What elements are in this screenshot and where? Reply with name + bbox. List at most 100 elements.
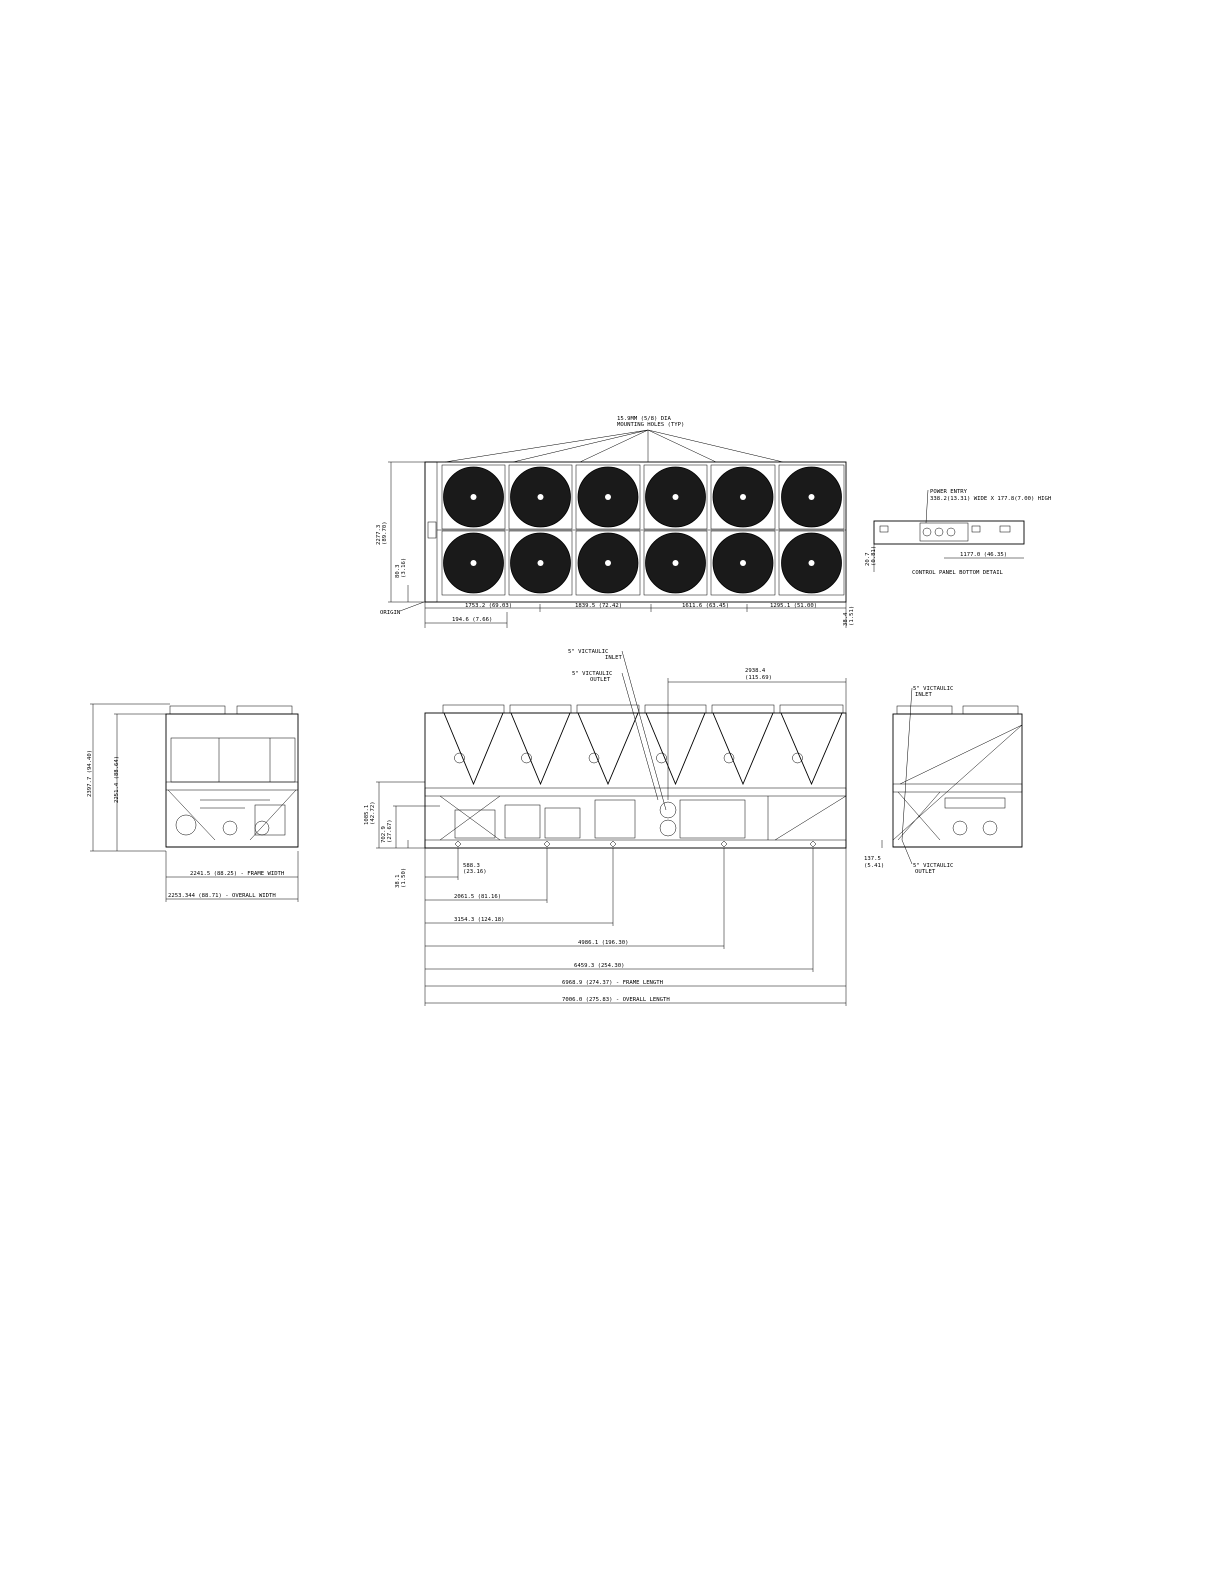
dim-height-value: 2277.3: [376, 525, 382, 545]
front-dim-h1-value: 1085.1: [364, 805, 370, 825]
coil-vee: [712, 712, 774, 786]
front-dim-h1-inch: (42.72): [370, 801, 376, 825]
fan-hub: [740, 560, 746, 566]
dim-small-value: 80.3: [395, 565, 401, 578]
left-fan-guard-1: [169, 705, 226, 715]
coil-valve: [521, 752, 532, 764]
front-dim-top-inch: (115.69): [745, 675, 772, 681]
front-base-frame: [424, 839, 847, 849]
front-base-rail: [424, 787, 847, 797]
right-inlet-label-1: 5" VICTAULIC: [913, 686, 953, 692]
right-fan-guard-1: [896, 705, 953, 715]
front-fan-guards: [442, 704, 844, 714]
coil-vee: [510, 712, 571, 786]
coil-vee: [577, 712, 639, 786]
fan-cell: [508, 530, 573, 596]
fan-cell: [508, 464, 573, 530]
fan-hub: [672, 560, 679, 566]
front-dim-3154: 3154.3 (124.18): [454, 917, 505, 923]
front-dim-h2-value: 702.9: [381, 826, 387, 843]
front-inlet-label-1: 5" VICTAULIC: [568, 649, 608, 655]
front-bottom-dimensions: [424, 848, 847, 1006]
front-dim-588-value: 588.3: [463, 863, 480, 869]
left-control-panel: [170, 737, 296, 783]
dim-bottom-3: 1611.6 (63.45): [682, 603, 729, 609]
dim-height-left: 2277.3 (89.70): [376, 461, 425, 603]
control-panel-height-value: 20.7: [865, 553, 871, 566]
left-dim-height: 2251.4 (88.64): [114, 756, 120, 803]
front-dim-h2-inch: (27.67): [387, 819, 393, 843]
front-dim-overall-length: 7006.0 (275.83) - OVERALL LENGTH: [562, 997, 670, 1003]
mounting-foot: [809, 840, 817, 848]
fan-hub: [470, 494, 477, 500]
fan-hub: [605, 494, 611, 500]
power-entry-title: POWER ENTRY: [930, 489, 968, 495]
left-dim-overall-height: 2397.7 (94.40): [87, 750, 93, 797]
front-dim-4986: 4986.1 (196.30): [578, 940, 629, 946]
dim-right: 38.4 (1.51): [843, 602, 855, 628]
dim-bottom-row: 1753.2 (69.03) 1839.5 (72.42) 1611.6 (63…: [424, 602, 846, 628]
right-dim-base-inch: (5.41): [864, 863, 884, 869]
right-dim-base-value: 137.5: [864, 856, 881, 862]
dim-small-inch: (3.16): [401, 558, 407, 578]
front-view: 5" VICTAULIC OUTLET 5" VICTAULIC INLET 2…: [364, 649, 847, 1006]
front-dim-top-value: 2938.4: [745, 668, 766, 674]
fan-hub: [605, 560, 611, 566]
origin-label: ORIGIN: [380, 610, 400, 616]
coil-vee: [443, 712, 504, 786]
control-box-top: [427, 521, 437, 539]
control-panel-height-inch: (0.81): [871, 546, 877, 566]
fan-hub: [808, 494, 815, 500]
front-outlet-label-1: 5" VICTAULIC: [572, 671, 612, 677]
left-fan-guard-2: [236, 705, 293, 715]
power-entry-size: 338.2(13.31) WIDE X 177.8(7.00) HIGH: [930, 496, 1051, 502]
control-panel-detail: POWER ENTRY 338.2(13.31) WIDE X 177.8(7.…: [865, 489, 1051, 576]
fan-cell: [778, 530, 845, 596]
dim-right-inch: (1.51): [849, 606, 855, 626]
side-panel: [424, 461, 438, 603]
mounting-foot: [454, 840, 462, 848]
control-panel-outline: [873, 520, 1025, 545]
left-piping: [167, 789, 297, 841]
front-mounting-feet: [454, 840, 817, 848]
fan-cell: [575, 530, 641, 596]
right-outlet-label-2: OUTLET: [915, 869, 936, 875]
fan-guard: [442, 704, 505, 714]
mounting-note-line1: 15.9MM (5/8) DIA: [617, 416, 672, 422]
dim-bottom-1: 1753.2 (69.03): [465, 603, 512, 609]
mounting-leader-lines: [444, 429, 784, 463]
fan-cell: [643, 530, 708, 596]
fan-hub: [537, 560, 544, 566]
left-dim-frame-width: 2241.5 (88.25) - FRAME WIDTH: [190, 871, 284, 877]
left-unit-outline: [165, 713, 299, 848]
fan-cell: [441, 530, 506, 596]
front-dim-6459: 6459.3 (254.30): [574, 963, 625, 969]
fan-cell: [710, 464, 776, 530]
control-panel-width: 1177.0 (46.35): [960, 552, 1007, 558]
fan-guard: [779, 704, 844, 714]
dim-small-left: 80.3 (3.16): [395, 558, 409, 602]
fan-cell: [710, 530, 776, 596]
front-unit-outline: [424, 712, 847, 849]
front-dim-588-inch: (23.16): [463, 869, 487, 875]
right-outlet-label-1: 5" VICTAULIC: [913, 863, 953, 869]
dim-bottom-4: 1295.1 (51.00): [770, 603, 817, 609]
front-coil-vees: [443, 712, 843, 786]
front-dim-2061: 2061.5 (81.16): [454, 894, 501, 900]
coil-valve: [656, 752, 667, 764]
fan-guard: [509, 704, 572, 714]
fan-grid: [441, 464, 845, 596]
mounting-note-line2: MOUNTING HOLES (TYP): [617, 422, 684, 428]
right-unit-outline: [892, 713, 1023, 848]
fan-cell: [643, 464, 708, 530]
fan-hub: [672, 494, 679, 500]
fan-guard: [644, 704, 707, 714]
coil-valve: [454, 752, 465, 764]
mounting-foot: [720, 840, 728, 848]
left-end-view: 2397.7 (94.40) 2251.4 (88.64) 2241.5 (88…: [87, 703, 299, 902]
front-compressor-section: [439, 795, 847, 841]
dim-offset: 194.6 (7.66): [452, 617, 492, 623]
fan-guard: [711, 704, 775, 714]
fan-guard: [576, 704, 640, 714]
